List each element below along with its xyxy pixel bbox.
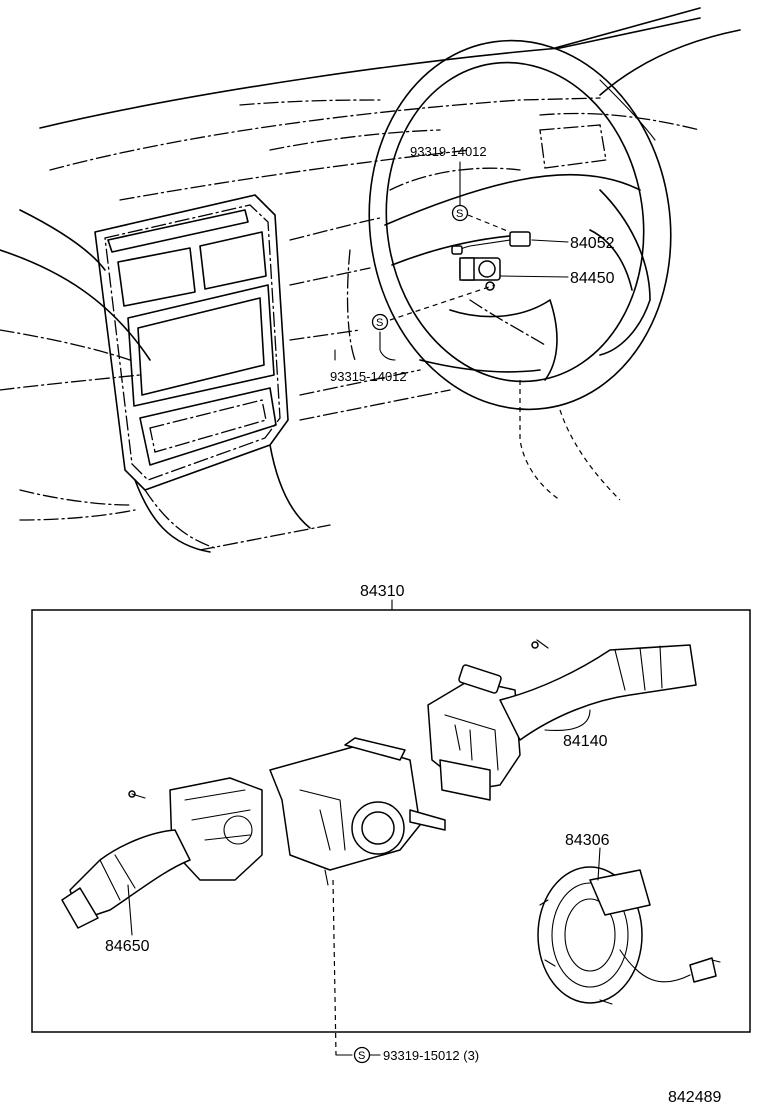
s-mark-bottom-text: S: [358, 1050, 365, 1062]
spiral-cable-84306: [537, 866, 721, 1005]
s-mark-bottom: S: [353, 1046, 371, 1064]
label-84650: 84650: [105, 938, 150, 955]
headlight-switch-84650: [61, 777, 263, 929]
switch-body: [269, 737, 446, 886]
dashboard-drawing: [0, 7, 741, 553]
cruise-switch-84450: [459, 257, 501, 291]
label-bolt-lower: 93315-14012: [330, 369, 407, 384]
s-mark-upper-text: S: [456, 208, 463, 220]
s-mark-lower: S: [371, 313, 389, 331]
label-bolt-upper: 93319-14012: [410, 144, 487, 159]
label-assembly: 84310: [360, 583, 405, 600]
label-84450: 84450: [570, 270, 615, 287]
s-mark-upper: S: [451, 204, 469, 222]
figure-number: 842489: [668, 1089, 721, 1106]
horn-switch-84052: [451, 231, 531, 255]
label-84306: 84306: [565, 832, 610, 849]
wiper-switch-84140: [427, 639, 697, 801]
assembly-frame: [31, 609, 751, 1033]
label-84052: 84052: [570, 235, 615, 252]
label-bolt-bottom: 93319-15012 (3): [383, 1048, 479, 1063]
label-84140: 84140: [563, 733, 608, 750]
s-mark-lower-text: S: [376, 317, 383, 329]
